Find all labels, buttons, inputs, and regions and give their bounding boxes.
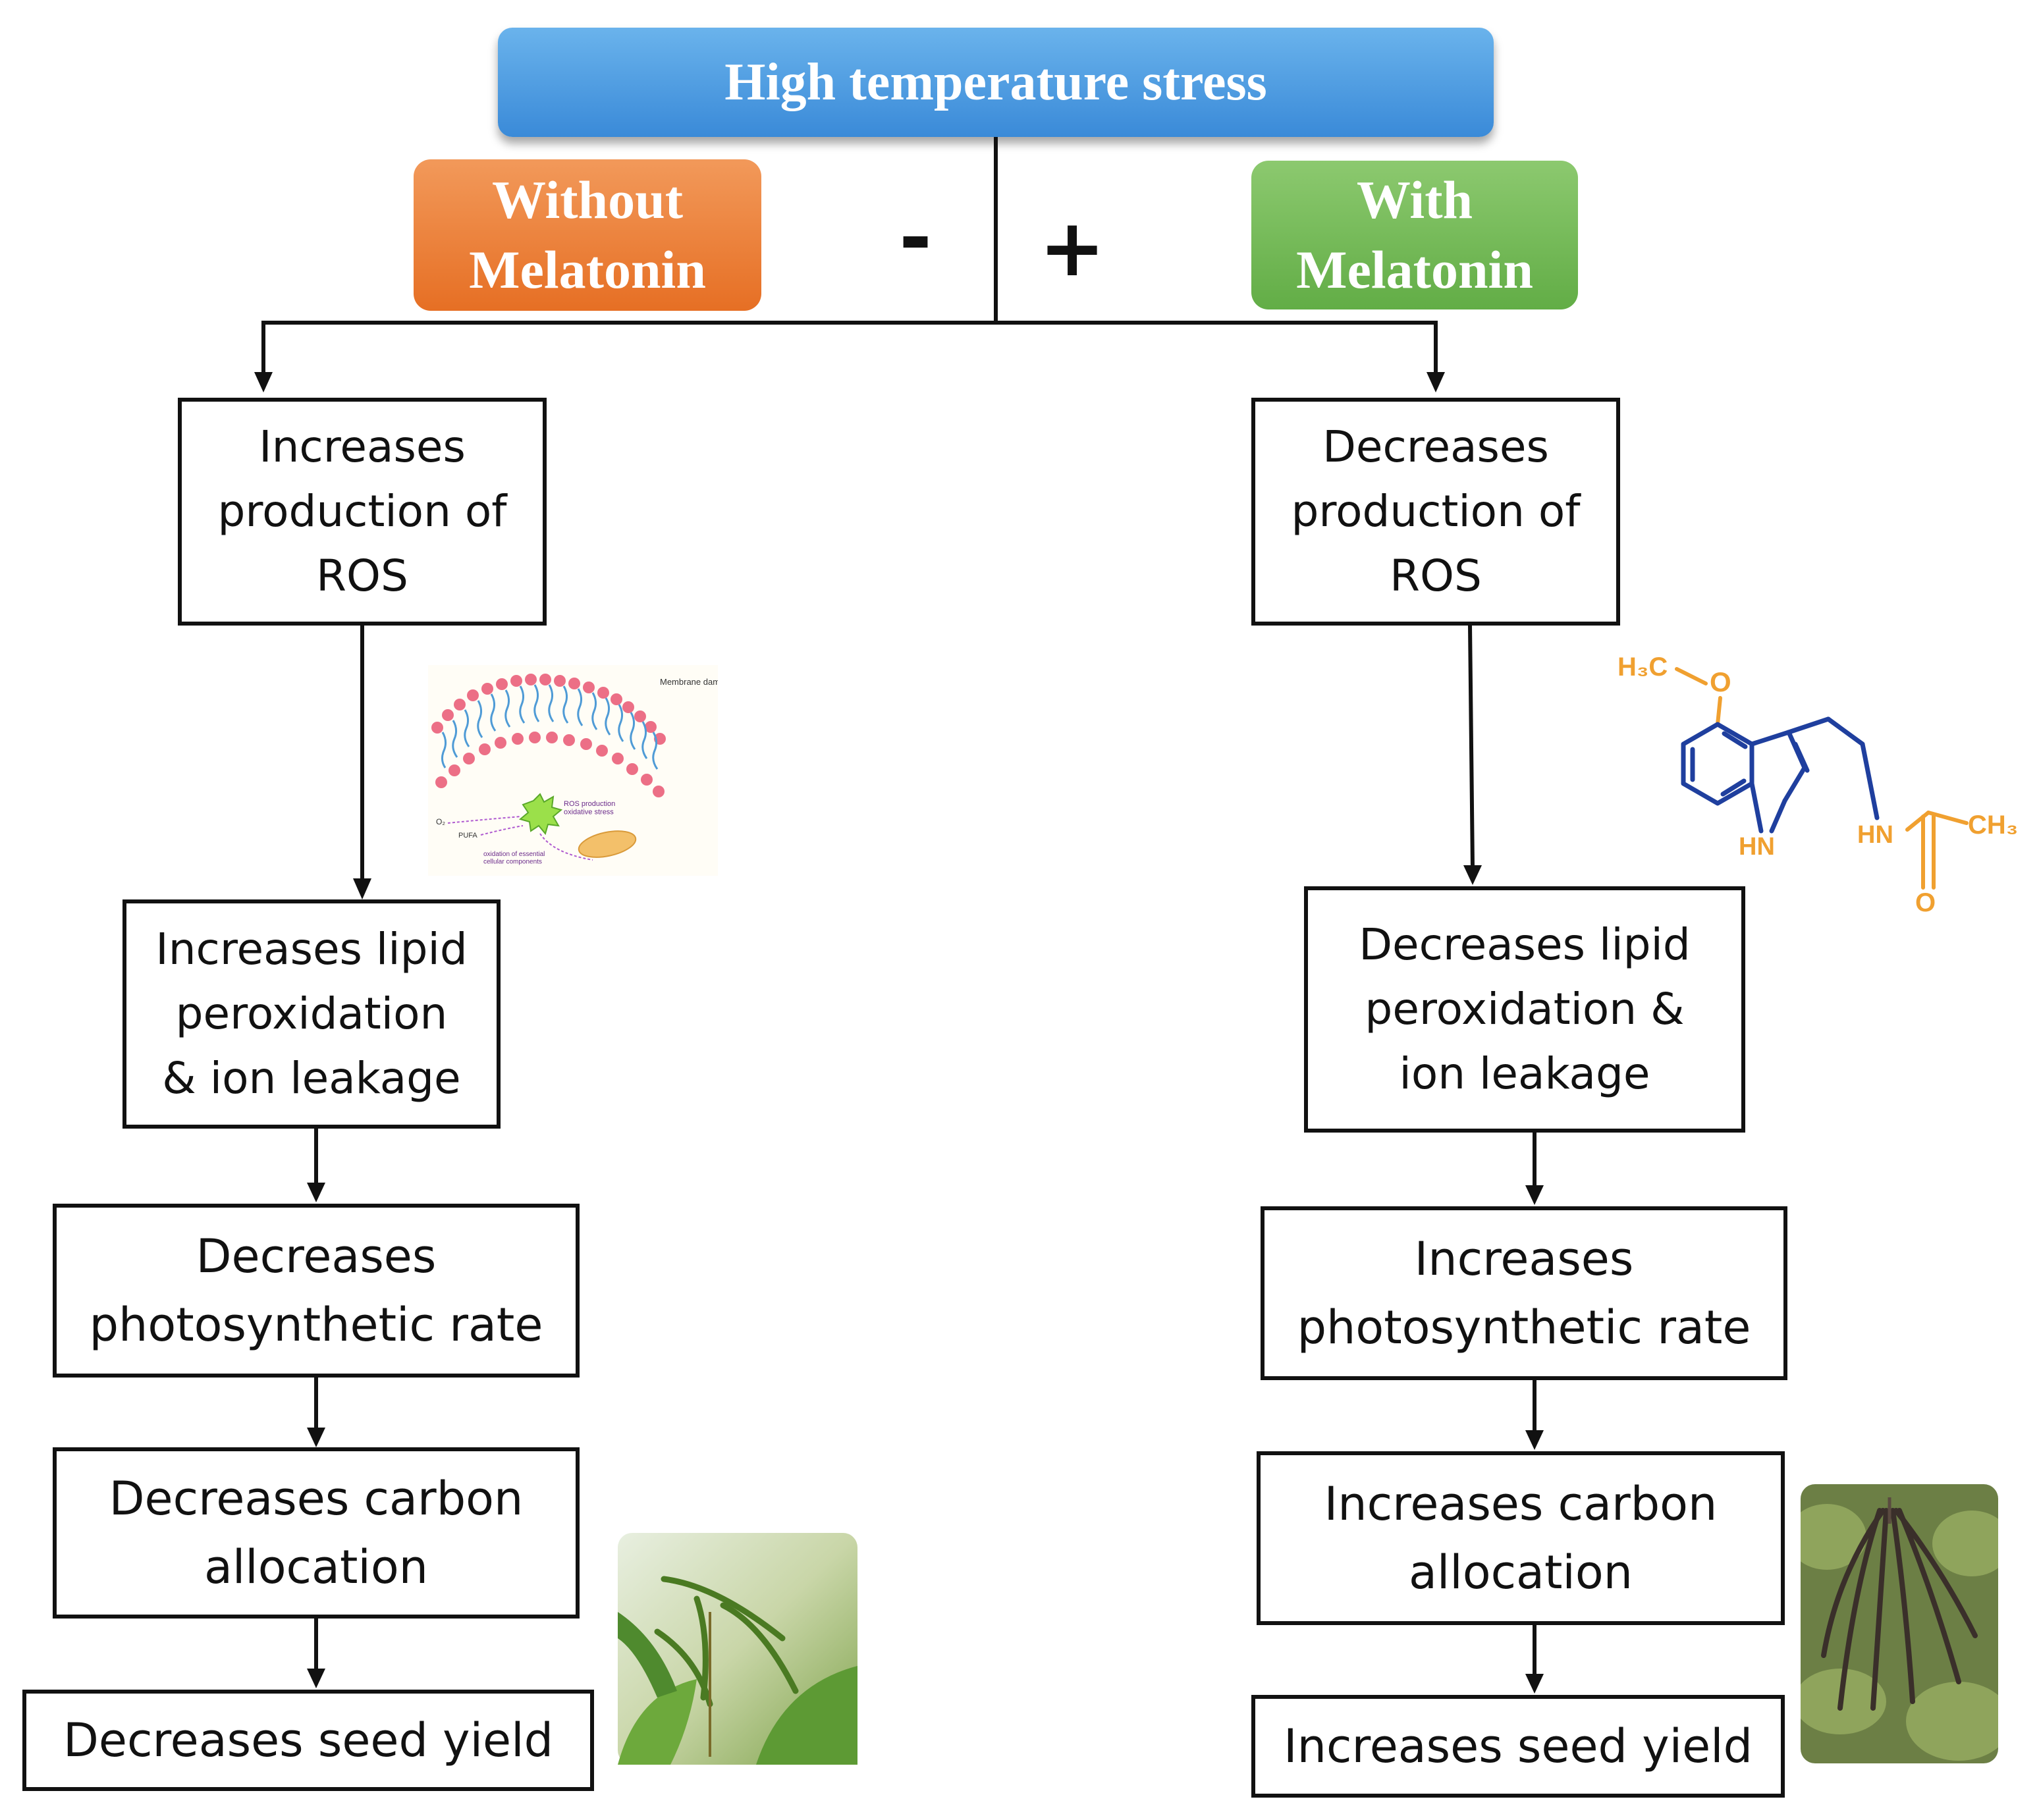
- ros-burst-icon: [518, 793, 563, 836]
- right-step-carbon-allocation: Increases carbon allocation: [1257, 1451, 1785, 1625]
- right-step-seed-yield: Increases seed yield: [1251, 1695, 1785, 1798]
- left-step-ros: Increases production of ROS: [178, 398, 547, 626]
- green-pods-photo: [618, 1533, 857, 1765]
- mitochondrion-icon: [578, 830, 637, 858]
- without-melatonin-label: Without Melatonin: [414, 159, 761, 311]
- left-step-photosynthetic-rate: Decreases photosynthetic rate: [53, 1204, 580, 1378]
- mature-pods-photo: [1801, 1484, 1998, 1763]
- right-step-photosynthetic-rate: Increases photosynthetic rate: [1261, 1206, 1787, 1380]
- with-melatonin-label: With Melatonin: [1251, 161, 1578, 309]
- svg-text:HN: HN: [1857, 821, 1893, 849]
- svg-text:PUFA: PUFA: [458, 832, 477, 840]
- svg-text:O: O: [1710, 666, 1731, 697]
- right-step-ros: Decreases production of ROS: [1251, 398, 1620, 626]
- left-step-lipid-peroxidation: Increases lipid peroxidation & ion leaka…: [122, 899, 501, 1129]
- stress-header: High temperature stress: [498, 28, 1494, 137]
- left-step-carbon-allocation: Decreases carbon allocation: [53, 1447, 580, 1619]
- membrane-damage-illustration: Membrane damage ROS productionoxidative …: [428, 665, 718, 876]
- svg-text:CH₃: CH₃: [1968, 811, 2018, 840]
- arrow-heads: [254, 372, 1544, 1694]
- plus-sign: +: [1039, 203, 1106, 294]
- left-step-seed-yield: Decreases seed yield: [22, 1690, 594, 1791]
- svg-text:H₃C: H₃C: [1618, 653, 1668, 682]
- membrane-title: Membrane damage: [660, 677, 718, 687]
- header-title: High temperature stress: [724, 53, 1267, 111]
- svg-text:O: O: [1915, 888, 1936, 917]
- svg-text:O₂: O₂: [436, 817, 445, 826]
- minus-sign: -: [899, 192, 932, 284]
- right-step-lipid-peroxidation: Decreases lipid peroxidation & ion leaka…: [1304, 886, 1745, 1133]
- svg-text:HN: HN: [1739, 833, 1775, 861]
- melatonin-structure: H₃C O HN HN CH₃ O: [1618, 653, 2018, 917]
